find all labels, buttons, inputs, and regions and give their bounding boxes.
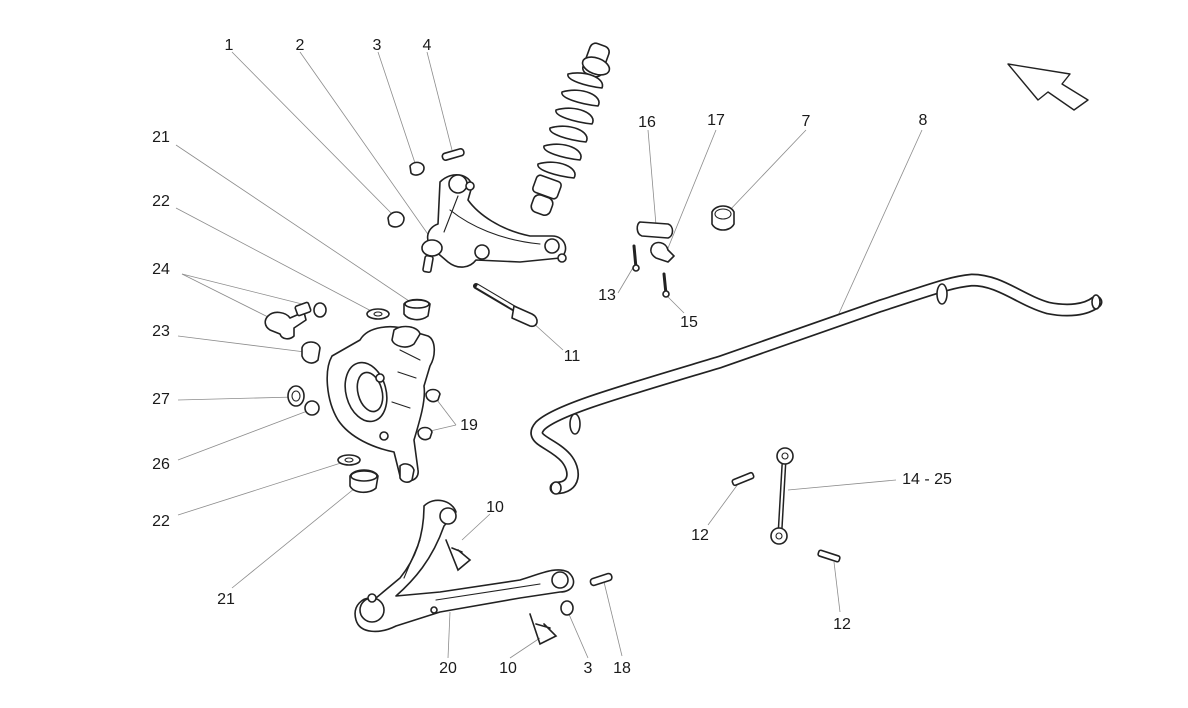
callout-10: 10 <box>486 499 504 516</box>
callout-26: 26 <box>152 456 170 473</box>
callout-20: 20 <box>439 660 457 677</box>
upper-wishbone <box>387 147 567 274</box>
callout-14-25: 14 - 25 <box>902 471 952 488</box>
callout-19: 19 <box>460 417 478 434</box>
callout-12: 12 <box>691 527 709 544</box>
direction-arrow-icon <box>1007 63 1089 111</box>
steering-knuckle <box>326 325 436 483</box>
callout-16: 16 <box>638 114 656 131</box>
callout-1: 1 <box>225 37 234 54</box>
callout-21: 21 <box>152 129 170 146</box>
callout-10-lower: 10 <box>499 660 517 677</box>
callout-8: 8 <box>919 112 928 129</box>
callout-13: 13 <box>598 287 616 304</box>
stabilizer-bar <box>530 273 1103 495</box>
callout-15: 15 <box>680 314 698 331</box>
callout-4: 4 <box>423 37 432 54</box>
leader-lines <box>175 51 923 659</box>
lower-wishbone <box>354 499 613 646</box>
tie-rod <box>473 283 538 328</box>
callout-7: 7 <box>802 113 811 130</box>
callout-3-lower: 3 <box>584 660 593 677</box>
callout-3: 3 <box>373 37 382 54</box>
callout-22: 22 <box>152 193 170 210</box>
shock-absorber-coil-spring <box>530 42 611 216</box>
callout-22-lower: 22 <box>152 513 170 530</box>
callout-labels: 1 2 3 4 21 22 24 23 27 26 22 21 16 17 7 … <box>152 37 952 677</box>
stabilizer-bracket-parts <box>632 205 735 298</box>
callout-21-lower: 21 <box>217 591 235 608</box>
stabilizer-link <box>731 447 841 563</box>
callout-23: 23 <box>152 323 170 340</box>
callout-24: 24 <box>152 261 170 278</box>
callout-12-lower: 12 <box>833 616 851 633</box>
knuckle-hardware <box>264 298 441 494</box>
callout-27: 27 <box>152 391 170 408</box>
callout-17: 17 <box>707 112 725 129</box>
callout-11: 11 <box>564 348 581 365</box>
callout-2: 2 <box>296 37 305 54</box>
callout-18: 18 <box>613 660 631 677</box>
